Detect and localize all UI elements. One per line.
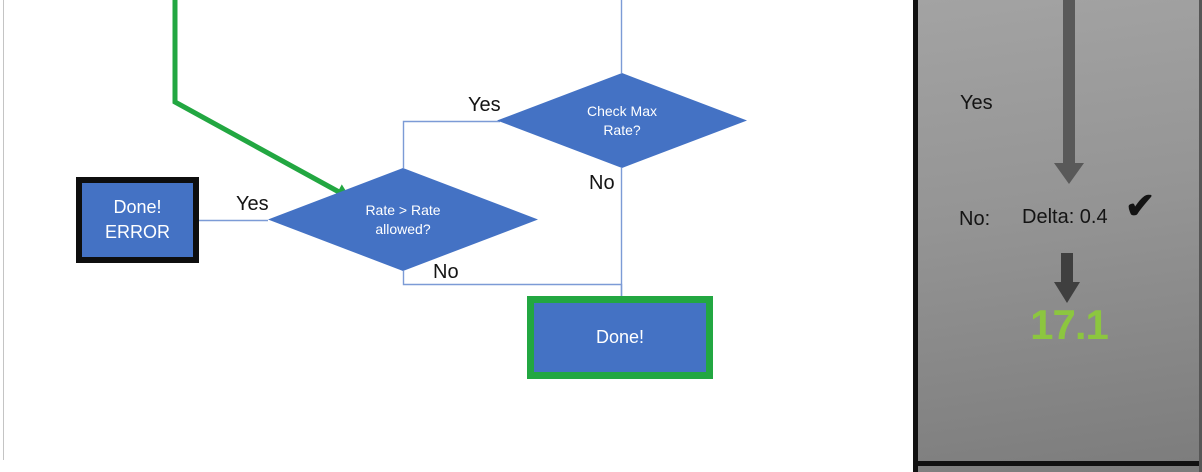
- slide-left-edge-line: [3, 0, 4, 460]
- decision-rate-allowed-label-line1: Rate > Rate: [365, 201, 441, 218]
- small-down-arrow-icon: [1061, 253, 1073, 283]
- panel-no-label: No:: [959, 208, 991, 230]
- decision-check-max-rate-label-line1: Check Max: [586, 102, 658, 119]
- connector-checkmax-yes-to-rate: [402, 120, 500, 168]
- small-down-arrow-head-icon: [1054, 282, 1080, 303]
- panel-yes-label: Yes: [960, 92, 993, 114]
- panel-bottom-border: [918, 461, 1202, 466]
- gray-annotation-panel: Yes No: Delta: 0.4 ✔ 17.1: [913, 0, 1202, 472]
- decision-check-max-rate: Check Max Rate?: [497, 73, 747, 168]
- done-box-label: Done!: [595, 327, 645, 347]
- down-arrow-head-icon: [1054, 163, 1084, 184]
- panel-right-border: [1199, 0, 1202, 472]
- down-arrow-icon: [1063, 0, 1075, 164]
- check-max-no-label: No: [589, 172, 615, 194]
- decision-rate-allowed-label-line2: allowed?: [375, 220, 431, 237]
- result-value: 17.1: [1030, 301, 1109, 348]
- rate-yes-label: Yes: [236, 193, 269, 215]
- rate-no-label: No: [433, 261, 459, 283]
- green-path-line: [172, 0, 341, 195]
- done-error-box-line2: ERROR: [104, 222, 170, 242]
- decision-rate-allowed: Rate > Rate allowed?: [268, 168, 538, 271]
- done-error-box-line1: Done!: [113, 197, 162, 217]
- done-box: Done!: [527, 296, 713, 379]
- check-max-yes-label: Yes: [468, 94, 501, 116]
- panel-delta-value: Delta: 0.4: [1022, 206, 1108, 228]
- checkmark-icon: ✔: [1125, 185, 1156, 226]
- done-error-box: Done! ERROR: [76, 177, 199, 263]
- decision-check-max-rate-label-line2: Rate?: [603, 121, 641, 138]
